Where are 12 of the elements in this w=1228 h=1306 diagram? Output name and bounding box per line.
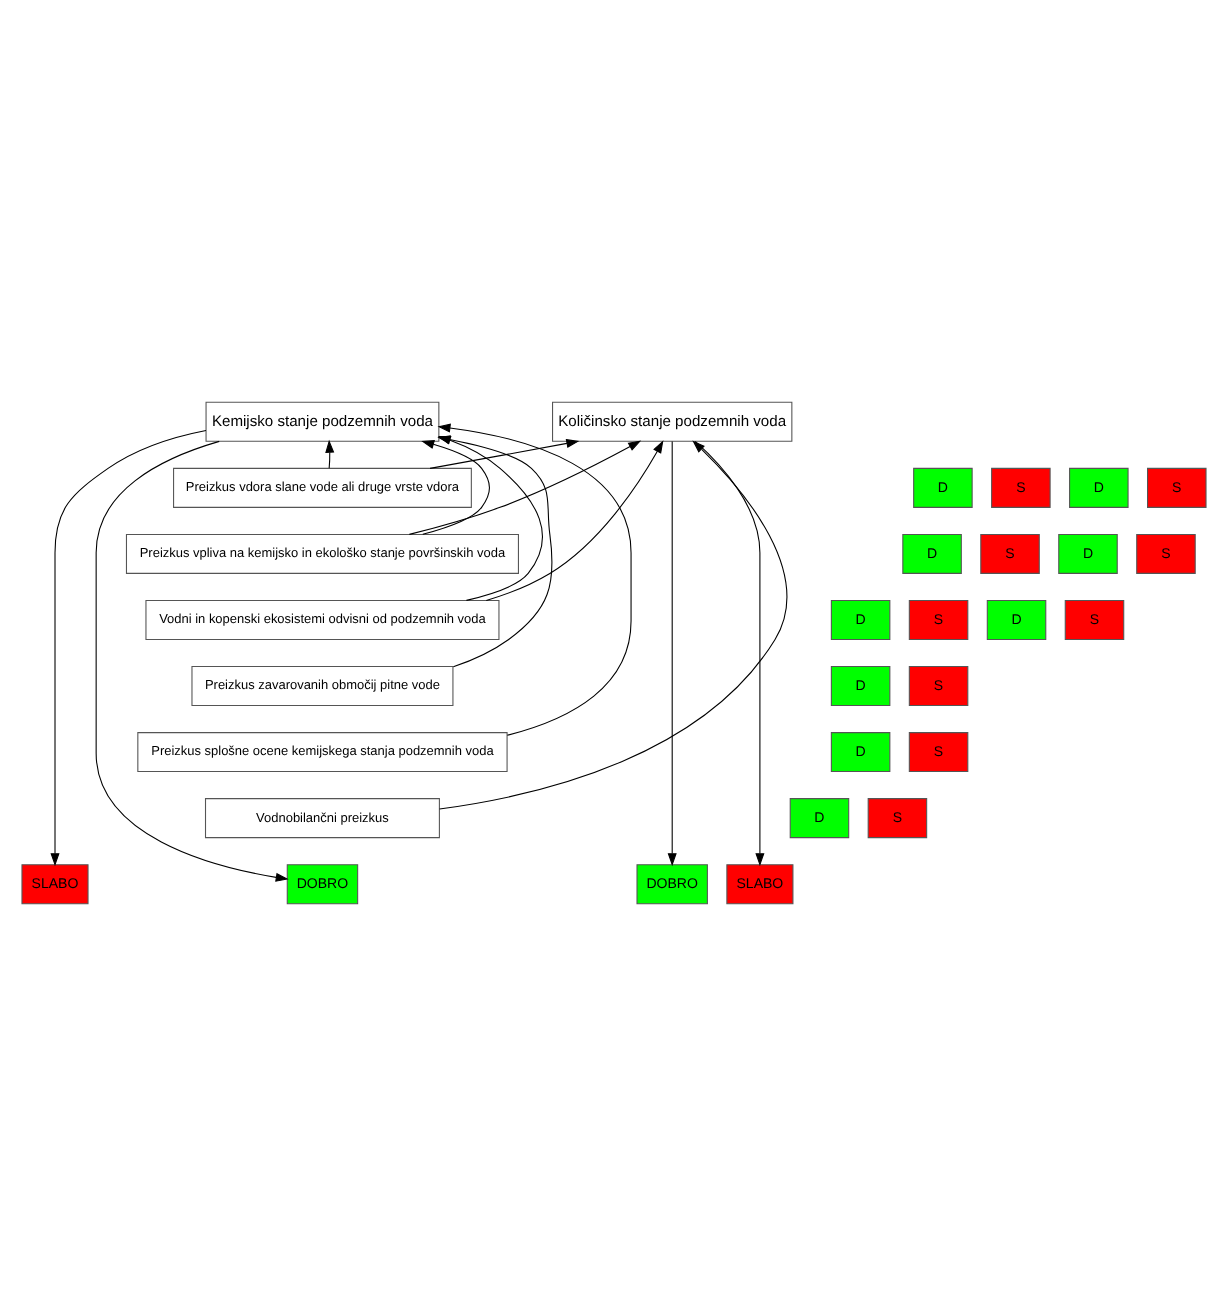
arrow xyxy=(667,440,677,867)
arrow xyxy=(437,435,544,601)
arrow xyxy=(421,440,490,535)
arrow xyxy=(408,440,642,535)
arrow xyxy=(437,435,553,668)
arrow xyxy=(439,440,787,810)
arrow xyxy=(429,438,580,469)
arrow xyxy=(694,440,765,867)
arrow xyxy=(485,440,664,601)
arrow xyxy=(437,423,632,736)
arrow xyxy=(50,429,207,867)
arrow xyxy=(95,440,289,882)
